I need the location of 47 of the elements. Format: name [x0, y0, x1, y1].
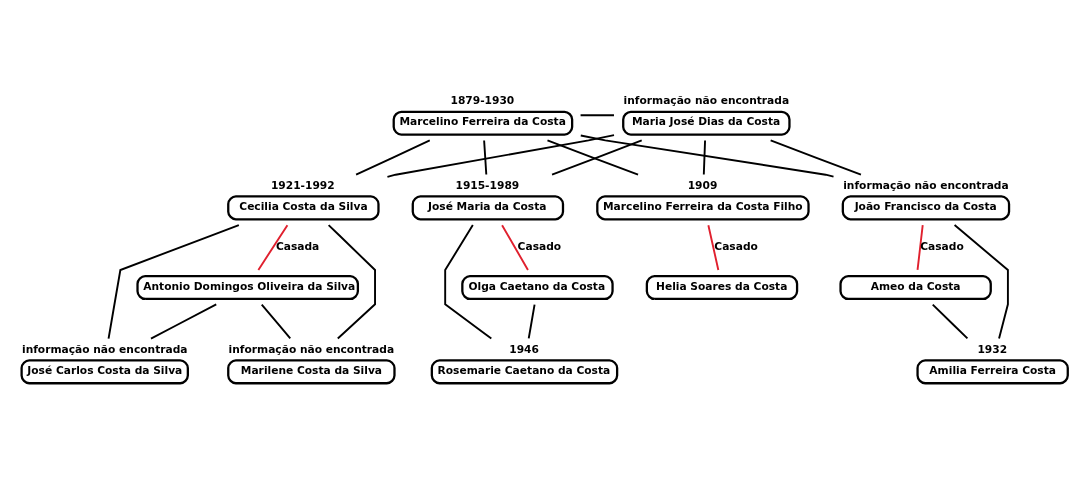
node-box: Cecilia Costa da Silva [227, 195, 380, 221]
connector [257, 224, 289, 271]
node-box: Ameo da Costa [839, 274, 992, 301]
node-box: Olga Caetano da Costa [461, 274, 614, 301]
node-label: informação não encontrada [623, 93, 790, 107]
node-box: Antonio Domingos Oliveira da Silva [136, 274, 360, 301]
node-box: Marcelino Ferreira da Costa Filho [596, 195, 810, 221]
node-box: Marcelino Ferreira da Costa [392, 110, 574, 136]
connector [707, 224, 720, 271]
node-label: informação não encontrada [843, 178, 1009, 192]
node-label: informação não encontrada [228, 342, 395, 356]
node-label: 1932 [977, 342, 1008, 356]
node-label: 1946 [509, 342, 539, 356]
node-label: 1909 [687, 178, 718, 192]
node-box: Amilia Ferreira Costa [916, 359, 1069, 385]
node-box: Helia Soares da Costa [645, 274, 799, 301]
connector [386, 134, 615, 178]
connector [327, 224, 376, 340]
node-box: Rosemarie Caetano da Costa [430, 359, 619, 385]
node-label: 1921-1992 [270, 178, 335, 192]
node-box: João Francisco da Costa [841, 195, 1011, 221]
edge-label: Casada [275, 239, 320, 253]
connector [150, 303, 218, 340]
connector [501, 224, 529, 271]
node-box: José Maria da Costa [411, 195, 565, 221]
connector [769, 139, 862, 176]
node-label: 1879-1930 [450, 93, 515, 107]
edge-label: Casado [920, 239, 964, 253]
connector [107, 224, 240, 340]
edge-label: Casado [714, 239, 758, 253]
connector [355, 139, 431, 176]
edge-label: Casado [517, 239, 562, 253]
node-label: 1915-1989 [455, 178, 520, 192]
connector [527, 303, 536, 340]
connector [483, 139, 488, 176]
connector [916, 224, 924, 271]
node-box: José Carlos Costa da Silva [20, 359, 189, 385]
connector [579, 134, 835, 178]
connector [702, 139, 706, 176]
connector [579, 114, 615, 117]
node-label: informação não encontrada [22, 342, 188, 356]
node-box: Maria José Dias da Costa [622, 110, 791, 136]
connector [444, 224, 493, 340]
connector [953, 224, 1009, 340]
node-box: Marilene Costa da Silva [227, 359, 396, 385]
connector [260, 303, 292, 340]
connector [931, 303, 969, 340]
